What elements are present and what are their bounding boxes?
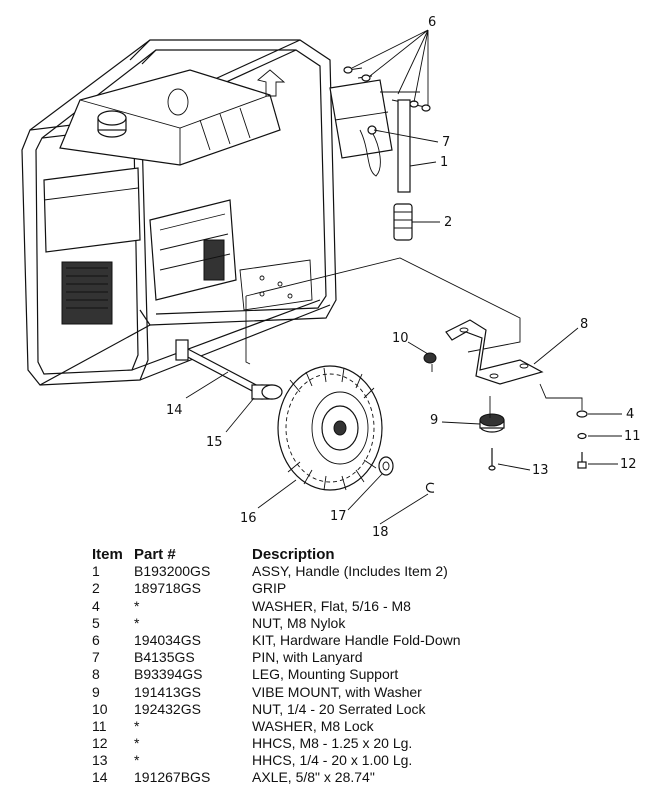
vibe-mount [479, 396, 505, 433]
table-row: 12 * HHCS, M8 - 1.25 x 20 Lg. [92, 735, 552, 752]
row-part: * [134, 597, 140, 614]
callout-11: 11 [624, 429, 641, 444]
row-desc: PIN, with Lanyard [252, 649, 363, 666]
row-item: 11 [92, 717, 107, 734]
row-desc: LEG, Mounting Support [252, 666, 399, 683]
row-item: 1 [92, 563, 100, 580]
parts-list-table: Item Part # Description 1 B193200GS ASSY… [92, 546, 552, 787]
row-desc: HHCS, M8 - 1.25 x 20 Lg. [252, 735, 413, 752]
bolt-13 [488, 448, 496, 471]
callout-1: 1 [440, 155, 448, 170]
washer-11 [577, 432, 587, 440]
callout-15: 15 [206, 435, 223, 450]
fuel-tank [59, 69, 286, 166]
row-desc: NUT, 1/4 - 20 Serrated Lock [252, 700, 426, 717]
spacer [251, 384, 283, 400]
row-item: 8 [92, 666, 100, 683]
row-desc: WASHER, M8 Lock [252, 717, 374, 734]
row-desc: KIT, Hardware Handle Fold-Down [252, 631, 461, 648]
control-panel [43, 167, 141, 253]
header-description: Description [252, 546, 335, 563]
table-row: 9 191413GS VIBE MOUNT, with Washer [92, 684, 552, 701]
header-part-number: Part # [134, 546, 176, 563]
row-part: 191413GS [134, 683, 201, 700]
table-row: 13 * HHCS, 1/4 - 20 x 1.00 Lg. [92, 752, 552, 769]
table-row: 10 192432GS NUT, 1/4 - 20 Serrated Lock [92, 701, 552, 718]
row-part: 189718GS [134, 580, 201, 597]
callout-7: 7 [442, 135, 450, 150]
callout-16: 16 [240, 511, 257, 526]
row-part: 192432GS [134, 700, 201, 717]
row-item: 6 [92, 631, 100, 648]
leader-lines [185, 29, 622, 525]
callout-8: 8 [580, 317, 588, 332]
table-row: 1 B193200GS ASSY, Handle (Includes Item … [92, 563, 552, 580]
exploded-parts-diagram: 6 7 1 2 8 10 4 11 12 13 9 14 15 16 17 18 [21, 15, 641, 540]
row-desc: WASHER, Flat, 5/16 - M8 [252, 597, 411, 614]
row-item: 9 [92, 683, 100, 700]
callout-18: 18 [372, 525, 389, 540]
callout-9: 9 [430, 413, 438, 428]
washer-17 [378, 456, 394, 476]
row-part: * [134, 735, 140, 752]
callout-labels: 6 7 1 2 8 10 4 11 12 13 9 14 15 16 17 18 [166, 15, 641, 540]
engine [61, 199, 313, 325]
row-item: 5 [92, 614, 100, 631]
row-desc: AXLE, 5/8" x 28.74" [252, 769, 375, 786]
row-desc: ASSY, Handle (Includes Item 2) [252, 563, 448, 580]
retaining-ring-18 [425, 482, 435, 493]
washer-4 [576, 410, 588, 418]
callout-12: 12 [620, 457, 637, 472]
table-row: 5 * NUT, M8 Nylok [92, 615, 552, 632]
row-desc: GRIP [252, 580, 287, 597]
table-row: 7 B4135GS PIN, with Lanyard [92, 649, 552, 666]
row-desc: NUT, M8 Nylok [252, 614, 346, 631]
parts-table-header: Item Part # Description [92, 546, 552, 563]
callout-14: 14 [166, 403, 183, 418]
nut-10 [423, 352, 437, 372]
row-desc: VIBE MOUNT, with Washer [252, 683, 422, 700]
row-part: * [134, 752, 140, 769]
row-item: 10 [92, 700, 108, 717]
row-part: 194034GS [134, 631, 201, 648]
table-row: 8 B93394GS LEG, Mounting Support [92, 666, 552, 683]
callout-6: 6 [428, 15, 436, 30]
bolt-12 [577, 452, 587, 469]
callout-10: 10 [392, 331, 409, 346]
row-part: B4135GS [134, 649, 195, 666]
header-item: Item [92, 546, 123, 563]
row-item: 14 [92, 769, 108, 786]
row-part: * [134, 717, 140, 734]
table-row: 11 * WASHER, M8 Lock [92, 718, 552, 735]
table-row: 4 * WASHER, Flat, 5/16 - M8 [92, 598, 552, 615]
row-part: B93394GS [134, 666, 203, 683]
table-row: 6 194034GS KIT, Hardware Handle Fold-Dow… [92, 632, 552, 649]
row-part: B193200GS [134, 563, 211, 580]
row-part: 191267BGS [134, 769, 211, 786]
handle-bracket [329, 66, 431, 241]
axle [175, 257, 521, 395]
row-item: 7 [92, 649, 100, 666]
callout-2: 2 [444, 215, 452, 230]
mounting-support-leg [445, 319, 544, 385]
row-part: * [134, 614, 140, 631]
table-row: 2 189718GS GRIP [92, 580, 552, 597]
callout-13: 13 [532, 463, 549, 478]
callout-17: 17 [330, 509, 347, 524]
wheel [277, 365, 383, 491]
row-item: 2 [92, 580, 100, 597]
table-row: 14 191267BGS AXLE, 5/8" x 28.74" [92, 769, 552, 786]
row-desc: HHCS, 1/4 - 20 x 1.00 Lg. [252, 752, 413, 769]
row-item: 12 [92, 735, 108, 752]
callout-4: 4 [626, 407, 634, 422]
row-item: 13 [92, 752, 108, 769]
row-item: 4 [92, 597, 100, 614]
